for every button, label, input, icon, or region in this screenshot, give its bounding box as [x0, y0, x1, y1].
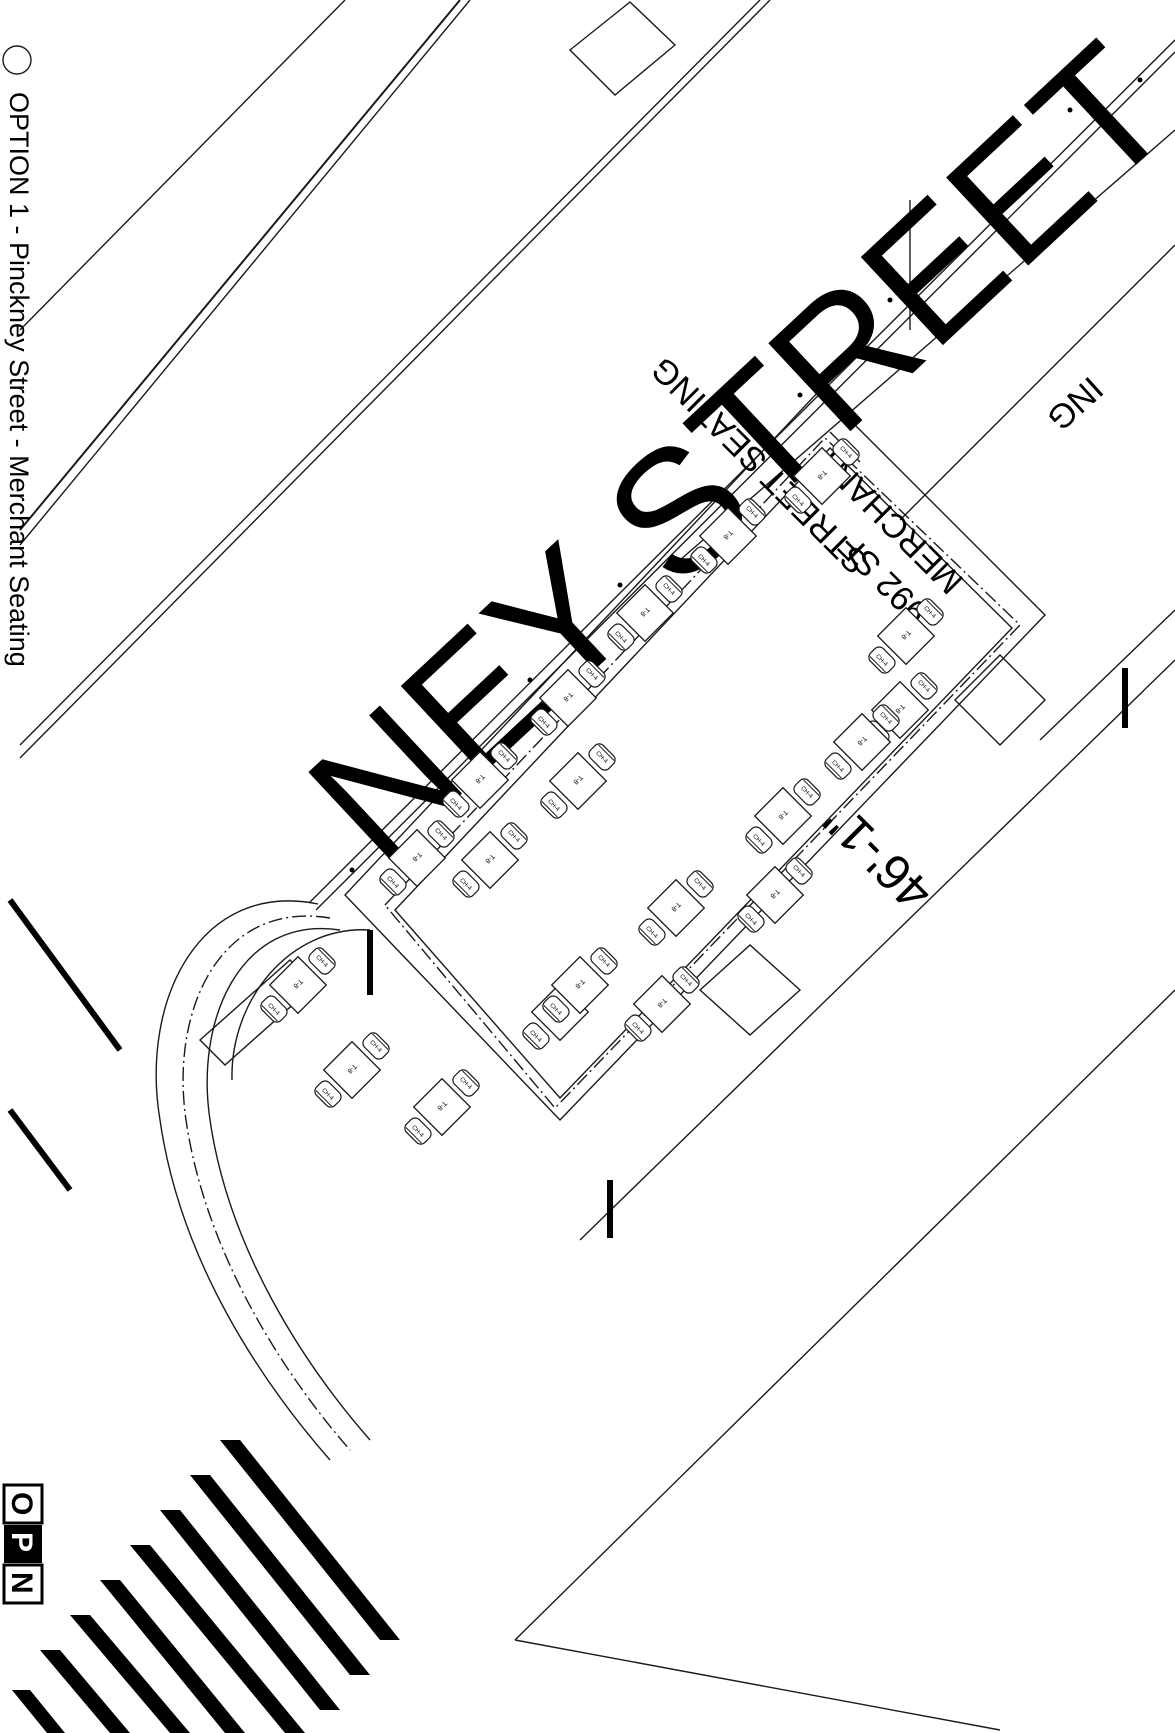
- caption-symbol-circle: [2, 45, 32, 75]
- chair-ch4: CH-4: [607, 623, 635, 651]
- table-t8: T-8CH-4CH-4: [540, 743, 616, 819]
- chair-ch4: CH-4: [672, 966, 700, 994]
- chair-ch4: CH-4: [638, 918, 666, 946]
- chair-ch4: CH-4: [624, 1014, 652, 1042]
- chair-ch4: CH-4: [590, 947, 618, 975]
- table-t8: T-8CH-4CH-4: [404, 1069, 480, 1145]
- fence-post-markers: [349, 77, 1143, 873]
- chair-ch4: CH-4: [314, 1080, 342, 1108]
- chair-ch4: CH-4: [686, 870, 714, 898]
- chair-ch4: CH-4: [588, 743, 616, 771]
- table-t8: T-8CH-4CH-4: [379, 820, 455, 896]
- chair-ch4: CH-4: [793, 778, 821, 806]
- corner-curb-curve: [155, 900, 371, 1461]
- table-t8: T-8CH-4CH-4: [690, 498, 766, 574]
- caption-text: OPTION 1 - Pinckney Street - Merchant Se…: [4, 92, 34, 667]
- heavy-curb-marks: [7, 668, 1128, 1238]
- chair-ch4: CH-4: [542, 995, 570, 1023]
- table-t8: T-8CH-4CH-4: [442, 742, 518, 818]
- chair-ch4: CH-4: [745, 826, 773, 854]
- logo-letter-n: N: [5, 1572, 38, 1594]
- chair-ch4: CH-4: [530, 708, 558, 736]
- chair-ch4: CH-4: [308, 947, 336, 975]
- chair-ch4: CH-4: [260, 995, 288, 1023]
- chair-ch4: CH-4: [442, 790, 470, 818]
- table-t8: T-8CH-4CH-4: [542, 947, 618, 1023]
- chair-ch4: CH-4: [452, 1069, 480, 1097]
- chair-ch4: CH-4: [910, 672, 938, 700]
- chair-ch4: CH-4: [540, 791, 568, 819]
- dimension-label: 46'-1": [813, 792, 943, 922]
- table-t8: T-8CH-4CH-4: [868, 598, 944, 674]
- chair-ch4: CH-4: [738, 498, 766, 526]
- chair-ch4: CH-4: [427, 820, 455, 848]
- chair-ch4: CH-4: [655, 575, 683, 603]
- logo-letter-p: P: [5, 1532, 38, 1552]
- chair-ch4: CH-4: [832, 438, 860, 466]
- chair-ch4: CH-4: [404, 1117, 432, 1145]
- table-t8: T-8CH-4CH-4: [745, 778, 821, 854]
- chair-ch4: CH-4: [500, 822, 528, 850]
- chair-ch4: CH-4: [690, 546, 718, 574]
- chair-ch4: CH-4: [452, 870, 480, 898]
- opn-logo: O P N: [2, 1483, 44, 1605]
- chair-ch4: CH-4: [379, 868, 407, 896]
- chair-ch4: CH-4: [737, 905, 765, 933]
- chair-ch4: CH-4: [785, 857, 813, 885]
- table-t8: T-8CH-4CH-4: [530, 660, 606, 736]
- street-name-fragment-2: ING: [1040, 369, 1110, 438]
- crosswalk-stripes: [12, 1440, 400, 1733]
- chair-ch4: CH-4: [872, 704, 900, 732]
- chair-ch4: CH-4: [362, 1032, 390, 1060]
- table-t8: T-8CH-4CH-4: [784, 438, 860, 514]
- table-t8: T-8CH-4CH-4: [824, 704, 900, 780]
- furniture-layout: T-8CH-4CH-4T-8CH-4CH-4T-8CH-4CH-4T-8CH-4…: [260, 438, 944, 1145]
- table-t8: T-8CH-4CH-4: [638, 870, 714, 946]
- table-t8: T-8CH-4CH-4: [624, 966, 700, 1042]
- street-curb-lines: [19, 0, 1175, 1731]
- chair-ch4: CH-4: [578, 660, 606, 688]
- drawing-caption: OPTION 1 - Pinckney Street - Merchant Se…: [2, 45, 34, 667]
- chair-ch4: CH-4: [868, 646, 896, 674]
- table-t8: T-8CH-4CH-4: [607, 575, 683, 651]
- logo-letter-o: O: [5, 1492, 38, 1515]
- chair-ch4: CH-4: [490, 742, 518, 770]
- table-t8: T-8CH-4CH-4: [260, 947, 336, 1023]
- chair-ch4: CH-4: [824, 752, 852, 780]
- table-t8: T-8CH-4CH-4: [737, 857, 813, 933]
- table-t8: T-8CH-4CH-4: [452, 822, 528, 898]
- chair-ch4: CH-4: [784, 486, 812, 514]
- chair-ch4: CH-4: [522, 1022, 550, 1050]
- table-t8: T-8CH-4CH-4: [314, 1032, 390, 1108]
- chair-ch4: CH-4: [916, 598, 944, 626]
